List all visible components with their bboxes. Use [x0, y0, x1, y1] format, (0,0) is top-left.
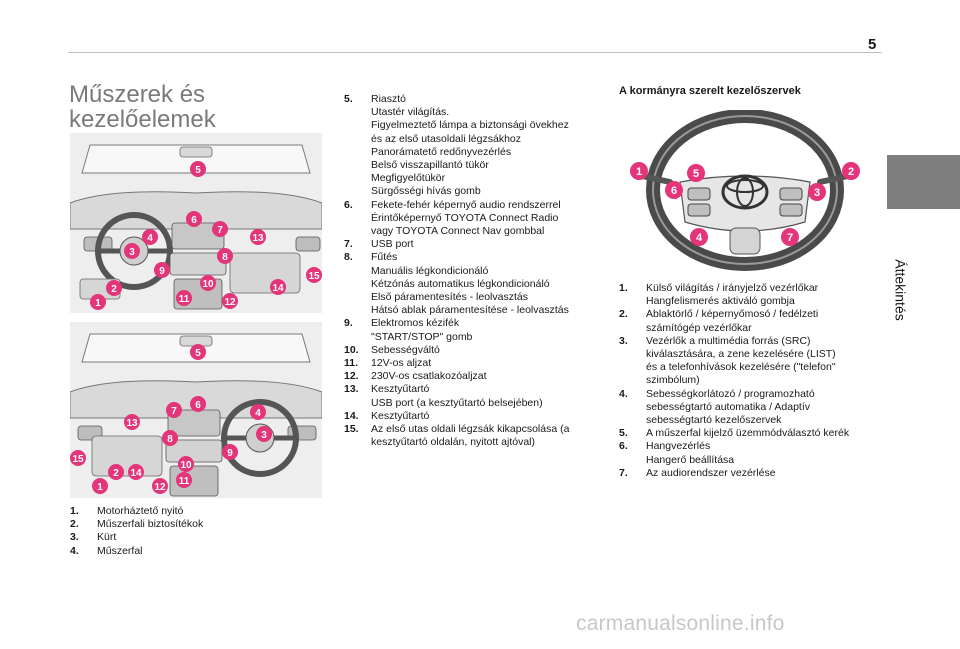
badge-7: 7: [217, 225, 223, 236]
badge-15: 15: [72, 454, 84, 465]
badge-2: 2: [111, 284, 117, 295]
badge-5: 5: [195, 348, 201, 359]
list-item: 7.USB port: [344, 238, 414, 251]
badge-13: 13: [252, 233, 264, 244]
wheel-badge-7: 7: [787, 232, 793, 244]
badge-13: 13: [126, 418, 138, 429]
badge-2: 2: [113, 468, 119, 479]
badge-8: 8: [222, 252, 228, 263]
list-item: 3.Kürt: [70, 531, 117, 544]
list-item: 7.Az audiorendszer vezérlése: [619, 466, 776, 479]
badge-7: 7: [171, 406, 177, 417]
wheel-badge-3: 3: [814, 187, 820, 199]
dashboard-illustration-rhd: 5 6 7 4 3 13 8 9 10 11 15 14 2 1 12: [70, 322, 322, 498]
badge-3: 3: [261, 430, 267, 441]
badge-9: 9: [159, 266, 165, 277]
badge-11: 11: [179, 476, 190, 487]
badge-9: 9: [227, 448, 233, 459]
wheel-badge-2: 2: [848, 166, 854, 178]
list-item: 6. Fekete-fehér képernyő audio rendszerr…: [344, 198, 561, 238]
badge-12: 12: [224, 297, 236, 308]
side-tab: [887, 155, 960, 209]
dashboard-illustration-lhd: 5 6 7 3 4 8 9 10 13 15 14 11 12 2 1: [70, 133, 322, 313]
badge-14: 14: [272, 283, 284, 294]
steering-wheel-illustration: 1 2 3 4 5 6 7: [620, 109, 870, 275]
page-title: Műszerek és kezelőelemek: [69, 82, 309, 132]
list-item: 2. Ablaktörlő / képernyőmosó / fedélzeti…: [619, 308, 819, 334]
list-item: 5.A műszerfal kijelző üzemmódválasztó ke…: [619, 427, 850, 440]
badge-4: 4: [147, 233, 153, 244]
list-item: 12.230V-os csatlakozóaljzat: [344, 370, 487, 383]
wheel-badge-4: 4: [696, 232, 703, 244]
badge-14: 14: [130, 468, 142, 479]
badge-1: 1: [97, 482, 103, 493]
list-item: 1. Külső világítás / irányjelző vezérlők…: [619, 282, 819, 308]
badge-12: 12: [154, 482, 166, 493]
list-item: 4.Műszerfal: [70, 544, 143, 557]
wheel-badge-5: 5: [693, 168, 699, 180]
badge-3: 3: [129, 247, 135, 258]
left-list: 1.Motorháztető nyitó 2.Műszerfali biztos…: [70, 505, 203, 558]
section-title: A kormányra szerelt kezelőszervek: [619, 85, 801, 97]
page-number: 5: [868, 36, 877, 53]
list-item: 1.Motorháztető nyitó: [70, 505, 184, 517]
badge-15: 15: [308, 271, 320, 282]
list-item: 14.Kesztyűtartó: [344, 409, 430, 422]
badge-6: 6: [195, 400, 201, 411]
list-item: 2.Műszerfali biztosítékok: [70, 518, 204, 531]
list-item: 11.12V-os aljzat: [344, 357, 432, 370]
list-item: 3. Vezérlők a multimédia forrás (SRC)kiv…: [619, 334, 836, 387]
badge-5: 5: [195, 165, 201, 176]
watermark: carmanualsonline.info: [576, 612, 785, 635]
list-item: 9. Elektromos kézifék"START/STOP" gomb: [344, 317, 473, 343]
badge-4: 4: [255, 408, 261, 419]
list-item: 10.Sebességváltó: [344, 343, 440, 356]
wheel-badge-6: 6: [671, 185, 677, 197]
badge-10: 10: [180, 460, 192, 471]
side-tab-label: Áttekintés: [893, 259, 910, 321]
badge-10: 10: [202, 279, 214, 290]
right-list: 1. Külső világítás / irányjelző vezérlők…: [619, 282, 849, 480]
badge-1: 1: [95, 298, 101, 309]
badge-6: 6: [191, 215, 197, 226]
page-title-line: Műszerek és: [69, 81, 206, 108]
header-rule: [68, 52, 882, 53]
badge-8: 8: [167, 434, 173, 445]
page-title-line: kezelőelemek: [69, 106, 216, 133]
list-item: 15. Az első utas oldali légzsák kikapcso…: [344, 423, 570, 449]
wheel-badge-1: 1: [636, 166, 642, 178]
badge-11: 11: [179, 294, 190, 305]
